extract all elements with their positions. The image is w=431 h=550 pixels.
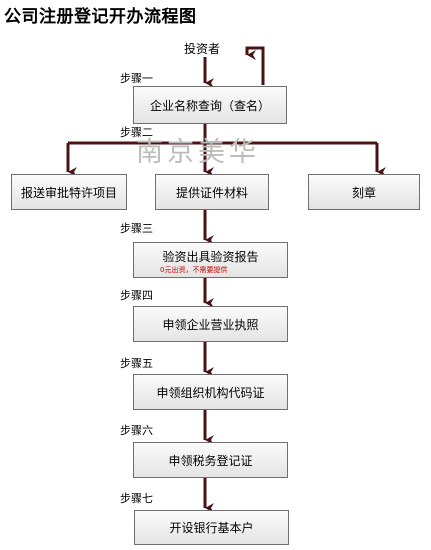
step-2-label: 步骤二 — [120, 126, 153, 139]
tax-label: 申领税务登记证 — [168, 453, 253, 468]
approval-label: 报送审批特许项目 — [20, 185, 117, 200]
capital-label: 验资出具验资报告 — [162, 250, 259, 264]
step-7-label: 步骤七 — [120, 492, 153, 505]
investor-label: 投资者 — [184, 42, 221, 56]
name-check-label: 企业名称查询（查名） — [149, 98, 270, 113]
bank-box: 开设银行基本户 — [134, 510, 289, 545]
step-3-label: 步骤三 — [120, 222, 153, 235]
org-code-box: 申领组织机构代码证 — [133, 374, 288, 410]
page-title: 公司注册登记开办流程图 — [4, 7, 197, 27]
step-1-label: 步骤一 — [120, 72, 153, 85]
name-check-box: 企业名称查询（查名） — [133, 86, 287, 124]
step-5-label: 步骤五 — [120, 357, 153, 370]
documents-label: 提供证件材料 — [175, 185, 248, 200]
license-box: 申领企业营业执照 — [133, 306, 288, 342]
step-4-label: 步骤四 — [120, 289, 153, 302]
tax-box: 申领税务登记证 — [133, 442, 288, 478]
license-label: 申领企业营业执照 — [162, 317, 259, 332]
bank-label: 开设银行基本户 — [169, 521, 254, 535]
org-code-label: 申领组织机构代码证 — [156, 385, 265, 400]
capital-box: 验资出具验资报告 — [133, 242, 288, 278]
documents-box: 提供证件材料 — [155, 174, 269, 210]
watermark: 南京美华 — [136, 137, 260, 168]
step-6-label: 步骤六 — [120, 424, 153, 437]
seal-box: 刻章 — [308, 174, 420, 210]
capital-note: 0元出资，不需要提供 — [160, 266, 228, 274]
seal-label: 刻章 — [351, 185, 376, 200]
approval-box: 报送审批特许项目 — [11, 174, 127, 210]
arrow-loop-back — [245, 46, 265, 85]
